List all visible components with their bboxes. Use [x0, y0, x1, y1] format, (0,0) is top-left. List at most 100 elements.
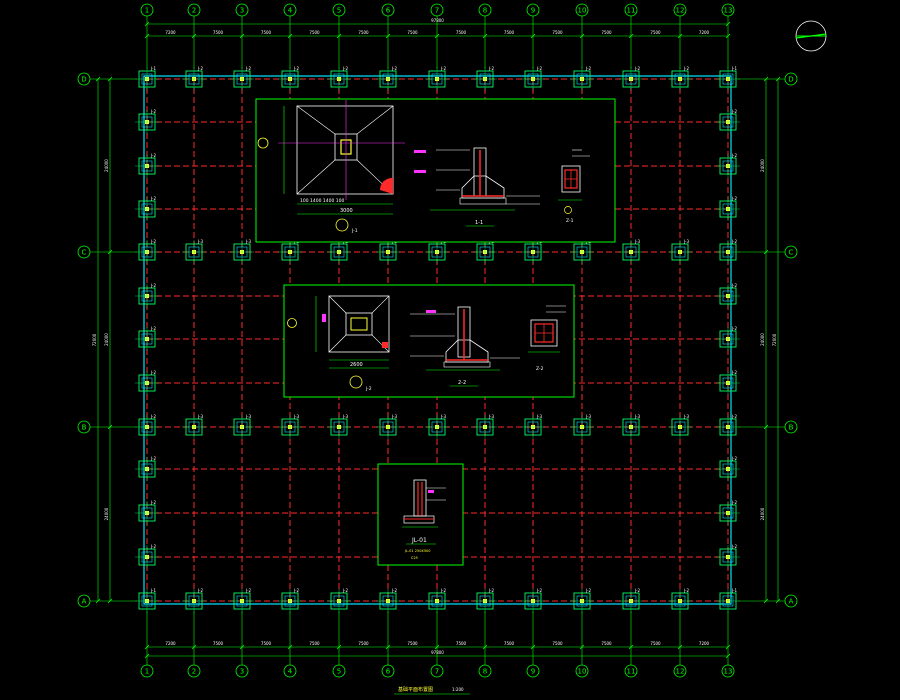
footing-tag: J-2 — [731, 414, 737, 419]
footing: J-2 — [716, 500, 740, 525]
dim-span-label: 7500 — [552, 641, 563, 646]
footing: J-2 — [135, 153, 159, 178]
j1-plan-view: 100 1400 1400 100 3000 J-1 — [257, 100, 405, 234]
dim-span-label: 24000 — [760, 159, 765, 172]
footing: J-1 — [716, 66, 740, 91]
footing-tag: J-2 — [245, 66, 251, 71]
axis-label: C — [789, 249, 794, 257]
footing: J-2 — [668, 588, 692, 613]
footing-tag: J-2 — [150, 196, 156, 201]
footing-tag: J-2 — [731, 239, 737, 244]
footing-tag: J-2 — [634, 588, 640, 593]
j2-tag: J-2 — [365, 386, 372, 392]
dim-tick — [482, 33, 488, 39]
footings: J-1J-2J-2J-1J-2J-3J-3J-2J-2J-3J-3J-2J-2J… — [135, 66, 740, 613]
beam-note-1: JL-01 250X500 — [404, 549, 431, 553]
footing: J-2 — [716, 456, 740, 481]
axis-bubble-top-4: 4 — [283, 3, 297, 17]
axis-bubble-left-C: C — [77, 245, 91, 259]
footing-tag: J-2 — [731, 456, 737, 461]
footing-tag: J-2 — [391, 588, 397, 593]
axis-bubble-bottom-2: 2 — [187, 664, 201, 678]
dim-tick — [628, 33, 634, 39]
footing-tag: J-2 — [150, 239, 156, 244]
dim-span-label: 24000 — [104, 159, 109, 172]
axis-circle — [77, 72, 91, 86]
dim-span-label: 7200 — [699, 30, 710, 35]
footing-tag: J-2 — [440, 66, 446, 71]
axis-bubble-top-6: 6 — [381, 3, 395, 17]
footing: J-2 — [716, 153, 740, 178]
axis-circle — [478, 664, 492, 678]
j1-sub-dims: 100 1400 1400 100 — [300, 198, 345, 204]
footing: J-3 — [230, 239, 254, 264]
axis-label: 2 — [192, 668, 196, 676]
dim-tick — [385, 644, 391, 650]
axis-label: 3 — [240, 668, 244, 676]
footing-tag: J-2 — [731, 109, 737, 114]
dim-tick — [107, 424, 113, 430]
footing-tag: J-3 — [585, 414, 591, 419]
footing: J-3 — [521, 414, 545, 439]
axis-label: 4 — [288, 668, 293, 676]
axis-label: C — [82, 249, 87, 257]
j2-width-label: 2600 — [350, 362, 363, 368]
axis-label: 7 — [435, 7, 439, 15]
axis-circle — [721, 3, 735, 17]
footing-tag: J-1 — [731, 588, 737, 593]
footing: J-3 — [327, 414, 351, 439]
drawing-title: 基础平面布置图 — [398, 686, 433, 693]
footing: J-2 — [668, 66, 692, 91]
footing-tag: J-3 — [488, 414, 494, 419]
dim-span-label: 7500 — [650, 641, 661, 646]
axis-bubble-bottom-13: 13 — [721, 664, 735, 678]
footing: J-2 — [135, 283, 159, 308]
footing-tag: J-3 — [683, 414, 689, 419]
footing: J-1 — [716, 588, 740, 613]
footing: J-2 — [521, 66, 545, 91]
footing-tag: J-3 — [293, 414, 299, 419]
dim-span-label: 7500 — [261, 641, 272, 646]
footing-tag: J-3 — [245, 414, 251, 419]
axis-label: 12 — [676, 7, 685, 15]
dim-span-label: 24000 — [104, 507, 109, 520]
footing-tag: J-3 — [391, 414, 397, 419]
dim-tick — [579, 644, 585, 650]
axis-bubble-bottom-6: 6 — [381, 664, 395, 678]
footing: J-2 — [570, 588, 594, 613]
axis-circle — [187, 3, 201, 17]
dim-tick — [239, 33, 245, 39]
dim-span-label: 7500 — [552, 30, 563, 35]
axis-bubble-top-8: 8 — [478, 3, 492, 17]
dim-span-label: 7500 — [504, 641, 515, 646]
footing-tag: J-3 — [342, 414, 348, 419]
footing: J-2 — [716, 109, 740, 134]
footing-tag: J-2 — [731, 326, 737, 331]
footing: J-2 — [473, 66, 497, 91]
axis-circle — [283, 664, 297, 678]
axis-label: A — [82, 598, 87, 606]
axis-circle — [332, 3, 346, 17]
dim-span-label: 7500 — [601, 641, 612, 646]
dim-span-label: 7500 — [309, 641, 320, 646]
footing: J-2 — [182, 66, 206, 91]
dim-span-label: 7500 — [407, 30, 418, 35]
j2-section-label: 2-2 — [458, 380, 466, 386]
footing: J-2 — [716, 196, 740, 221]
axis-circle — [526, 3, 540, 17]
footing-tag: J-2 — [150, 153, 156, 158]
footing-tag: J-2 — [731, 196, 737, 201]
dim-tick — [775, 598, 781, 604]
footing-tag: J-3 — [245, 239, 251, 244]
footing: J-2 — [570, 66, 594, 91]
dim-tick — [434, 644, 440, 650]
axis-label: D — [81, 76, 86, 84]
footing: J-3 — [668, 414, 692, 439]
axis-label: A — [789, 598, 794, 606]
dim-tick — [725, 644, 731, 650]
footing: J-2 — [376, 66, 400, 91]
footing-tag: J-2 — [731, 500, 737, 505]
axis-bubble-right-D: D — [784, 72, 798, 86]
